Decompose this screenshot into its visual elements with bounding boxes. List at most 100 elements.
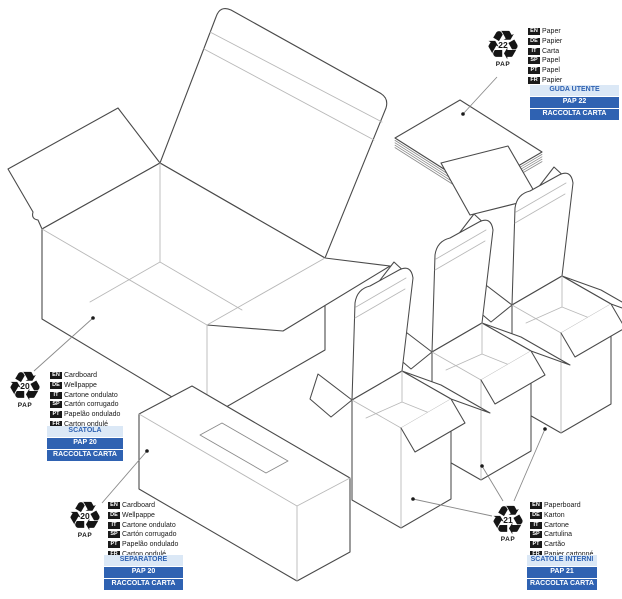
recycling-symbol-pap20-separator: ♻ 20 PAP bbox=[63, 497, 107, 539]
separator-slot bbox=[199, 422, 289, 474]
lang-text: Paperboard bbox=[544, 502, 581, 510]
lang-text: Cartão bbox=[544, 541, 566, 549]
lang-tag: DE bbox=[50, 382, 62, 390]
lang-text: Papier bbox=[542, 38, 563, 46]
recycling-icon: ♻ bbox=[490, 498, 526, 544]
lang-text: Carton ondulé bbox=[122, 551, 166, 558]
disposal-bar: RACCOLTA CARTA bbox=[47, 450, 123, 461]
recycling-material-code: PAP bbox=[500, 536, 516, 543]
lang-text: Papel bbox=[542, 67, 560, 75]
lang-tag: EN bbox=[108, 502, 120, 510]
recycling-icon: ♻ bbox=[7, 364, 43, 410]
lang-tag: IT bbox=[108, 521, 120, 529]
lang-tag: IT bbox=[528, 47, 540, 55]
recycling-symbol-pap22: ♻ 22 PAP bbox=[481, 26, 525, 68]
lang-text: Cartulina bbox=[544, 531, 573, 539]
lang-text: Paper bbox=[542, 28, 561, 36]
component-name-bar: SCATOLA bbox=[47, 426, 123, 437]
lang-text: Karton bbox=[544, 512, 565, 520]
lang-tag: DE bbox=[528, 38, 540, 46]
lang-tag: FR bbox=[530, 550, 542, 558]
lang-tag: FR bbox=[528, 76, 540, 84]
lang-tag: PT bbox=[108, 541, 120, 549]
label-bars: GUDA UTENTE PAP 22 RACCOLTA CARTA bbox=[530, 85, 619, 121]
lang-tag: SP bbox=[528, 57, 540, 65]
material-code-bar: PAP 20 bbox=[104, 567, 183, 578]
disposal-bar: RACCOLTA CARTA bbox=[104, 579, 183, 590]
recycling-code-number: 21 bbox=[503, 515, 513, 525]
lang-tag: DE bbox=[108, 512, 120, 520]
recycling-symbol-pap21: ♻ 21 PAP bbox=[486, 501, 530, 543]
outer-box-back-flap bbox=[159, 8, 388, 259]
user-guide-sheets-drawing bbox=[394, 99, 543, 216]
label-bars: SCATOLA PAP 20 RACCOLTA CARTA bbox=[47, 426, 123, 462]
rotated-sheet bbox=[440, 145, 539, 216]
recycling-material-code: PAP bbox=[17, 402, 33, 409]
lang-tag: PT bbox=[50, 411, 62, 419]
lang-text: Cartone bbox=[544, 521, 569, 529]
separator-fold-lines bbox=[138, 413, 351, 582]
lang-tag: SP bbox=[108, 531, 120, 539]
recycling-material-code: PAP bbox=[495, 61, 511, 68]
material-code-bar: PAP 22 bbox=[530, 97, 619, 108]
leader-lines bbox=[33, 76, 546, 517]
label-bars: SCATOLE INTERNI PAP 21 RACCOLTA CARTA bbox=[527, 555, 597, 591]
lang-text: Wellpappe bbox=[122, 512, 155, 520]
material-code-bar: PAP 21 bbox=[527, 567, 597, 578]
recycling-icon: ♻ bbox=[485, 23, 521, 69]
lang-text: Carta bbox=[542, 47, 560, 55]
lang-text: Cartone ondulato bbox=[122, 521, 176, 529]
leader-dots bbox=[91, 112, 547, 501]
lang-text: Papel bbox=[542, 57, 560, 65]
separator-drawing bbox=[138, 385, 351, 582]
outer-box-back-flap-crease bbox=[203, 48, 375, 141]
lang-text: Papier bbox=[542, 76, 563, 84]
recycling-code-number: 20 bbox=[20, 381, 30, 391]
material-code-bar: PAP 20 bbox=[47, 438, 123, 449]
recycling-code-number: 20 bbox=[80, 511, 90, 521]
lang-tag: PT bbox=[530, 541, 542, 549]
lang-tag: IT bbox=[50, 391, 62, 399]
lang-tag: FR bbox=[50, 420, 62, 428]
component-name-bar: GUDA UTENTE bbox=[530, 85, 619, 96]
outer-box-right-flap bbox=[207, 258, 390, 331]
outer-box-left-flap bbox=[7, 107, 161, 230]
recycling-icon: ♻ bbox=[67, 494, 103, 540]
recycling-material-code: PAP bbox=[77, 532, 93, 539]
label-bars: SEPARATORE PAP 20 RACCOLTA CARTA bbox=[104, 555, 183, 591]
lang-tag: FR bbox=[108, 550, 120, 558]
lang-tag: EN bbox=[530, 502, 542, 510]
lang-tag: DE bbox=[530, 512, 542, 520]
lang-tag: EN bbox=[50, 372, 62, 380]
lang-tag: EN bbox=[528, 28, 540, 36]
lang-text: Carton ondulé bbox=[64, 420, 108, 428]
